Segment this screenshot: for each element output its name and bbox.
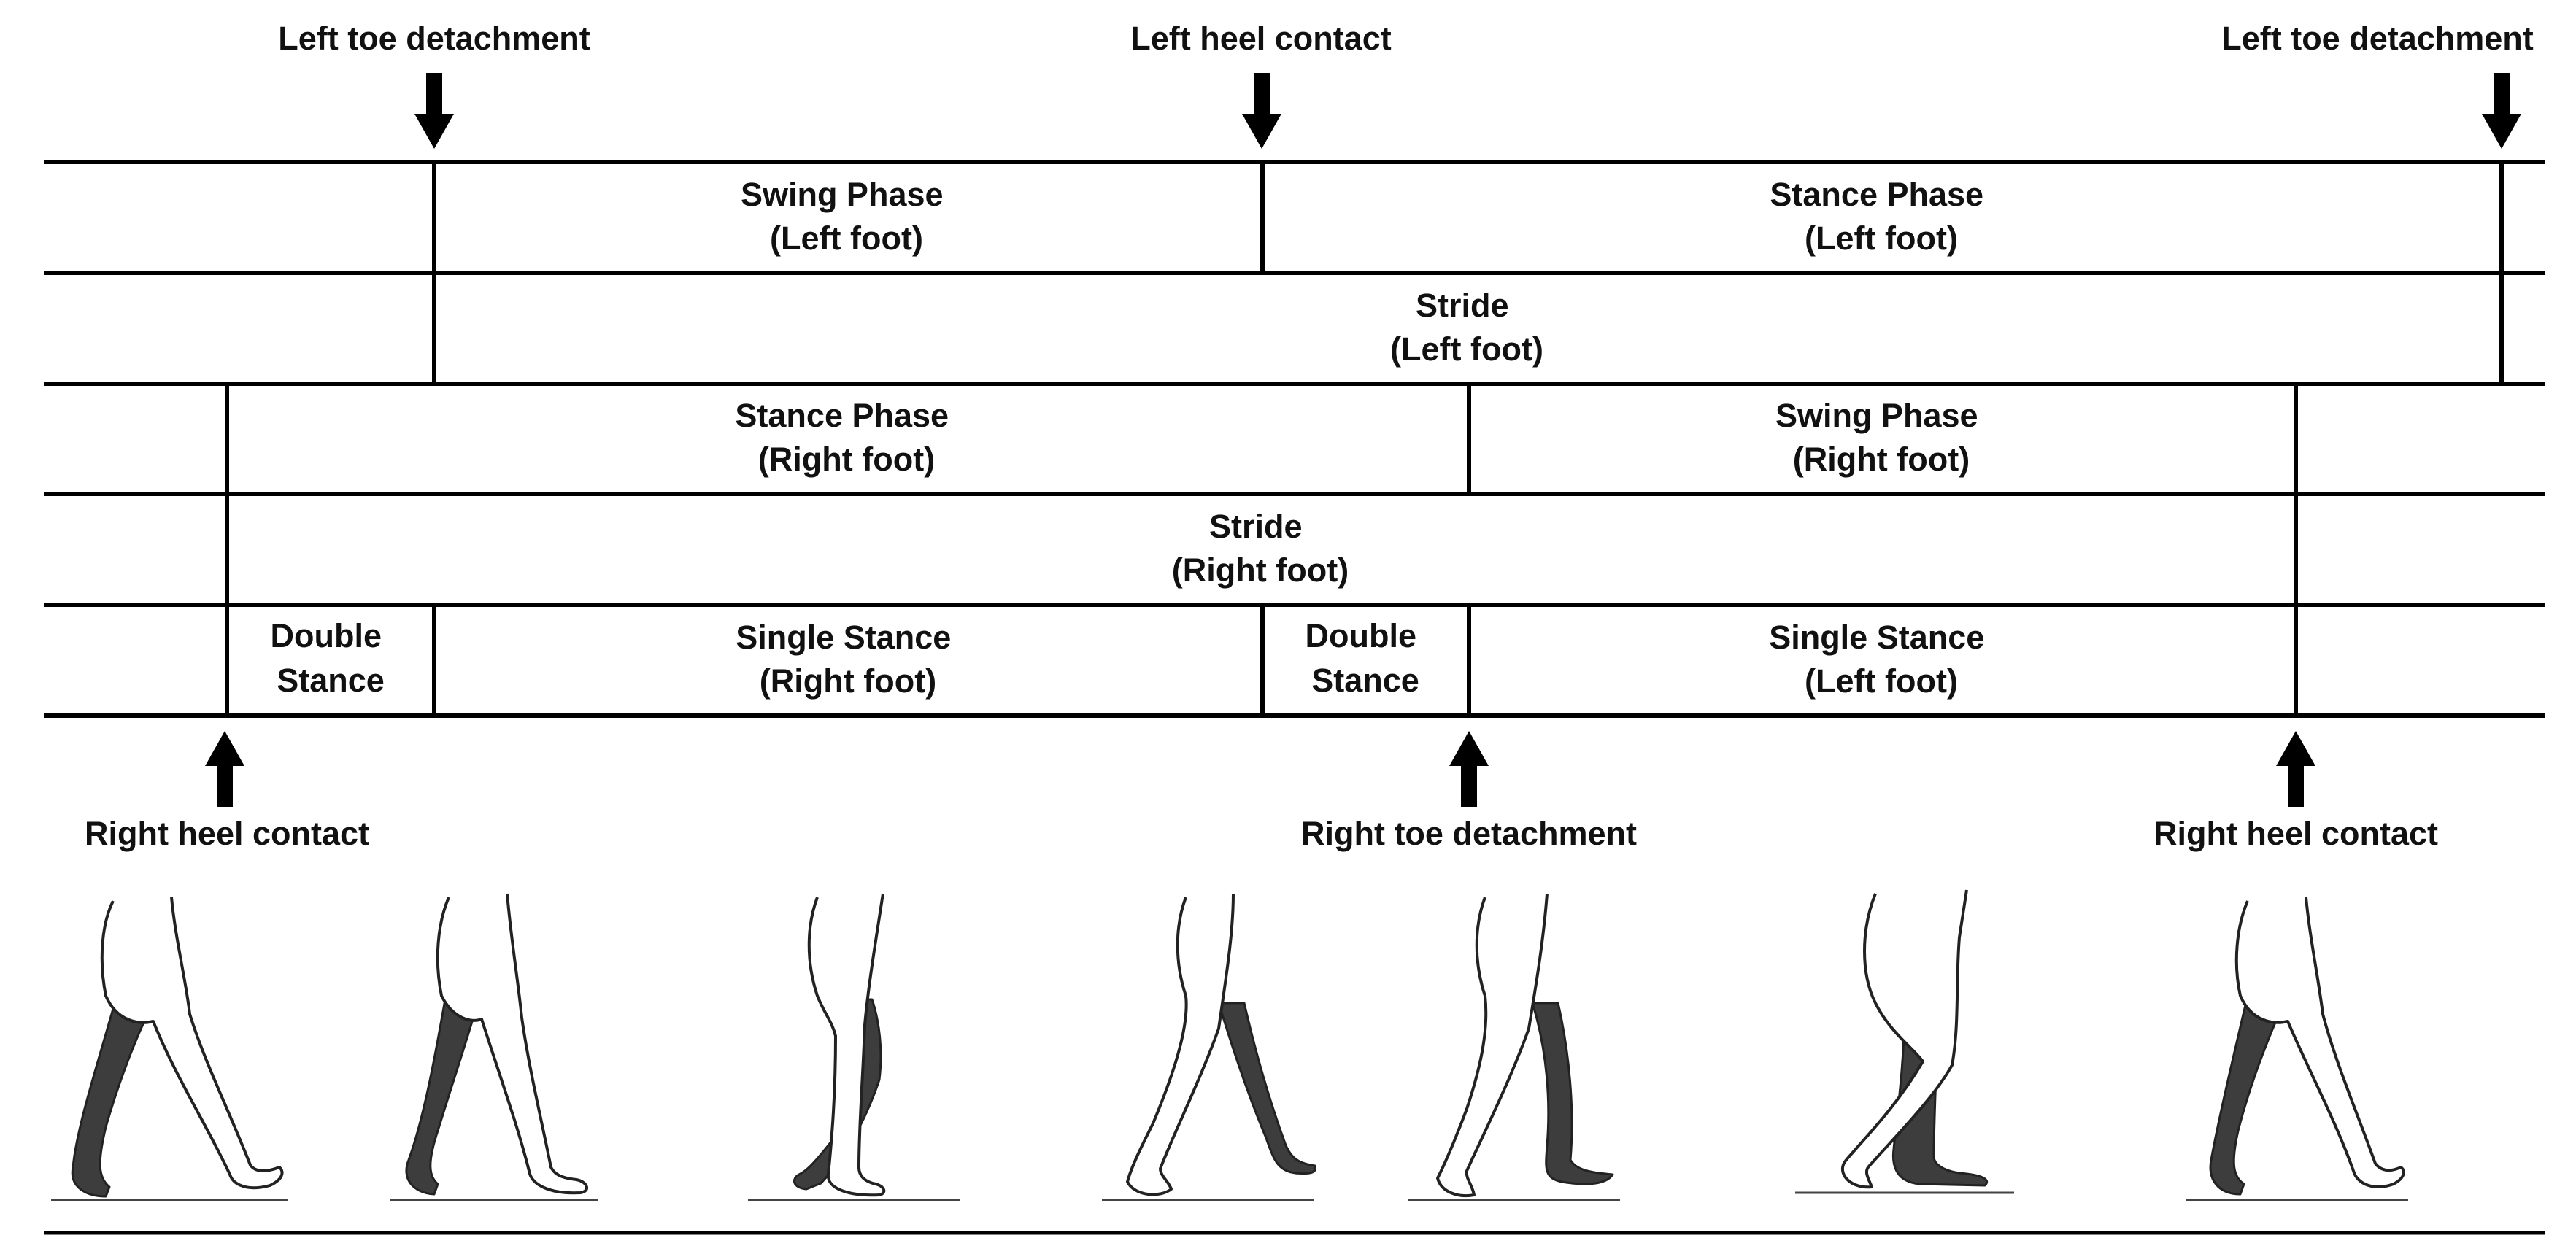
swing-phase-left-label: Swing Phase (Left foot) — [741, 176, 952, 257]
event-right-heel-contact-2: Right heel contact — [2153, 815, 2438, 852]
event-right-toe-detachment: Right toe detachment — [1301, 815, 1637, 852]
single-stance-left-label: Single Stance (Left foot) — [1769, 619, 1994, 700]
swing-phase-right-label: Swing Phase (Right foot) — [1775, 397, 1987, 478]
bottom-events: Right heel contact Right toe detachment … — [85, 731, 2438, 852]
stride-left-label: Stride (Left foot) — [1390, 287, 1543, 368]
walker-pose-5 — [1408, 893, 1620, 1202]
down-arrow-icon — [2482, 73, 2521, 149]
event-left-toe-detachment-1: Left toe detachment — [278, 20, 590, 57]
walker-pose-7 — [2186, 897, 2408, 1202]
walker-pose-3 — [748, 893, 960, 1202]
stance-phase-left-label: Stance Phase (Left foot) — [1770, 176, 1992, 257]
double-stance-label-1: Double Stance — [270, 617, 390, 699]
walker-pose-4 — [1102, 893, 1317, 1202]
event-left-toe-detachment-2: Left toe detachment — [2221, 20, 2534, 57]
timeline-labels: Swing Phase (Left foot) Stance Phase (Le… — [270, 176, 1994, 700]
timeline-grid — [44, 160, 2545, 718]
event-left-heel-contact: Left heel contact — [1130, 20, 1392, 57]
up-arrow-icon — [205, 731, 244, 807]
walking-figures — [44, 889, 2545, 1235]
stride-right-label: Stride (Right foot) — [1172, 508, 1349, 589]
walker-pose-6 — [1795, 889, 2014, 1194]
down-arrow-icon — [1242, 73, 1281, 149]
walker-pose-1 — [51, 897, 288, 1202]
walker-pose-2 — [390, 893, 598, 1202]
up-arrow-icon — [2276, 731, 2315, 807]
single-stance-right-label: Single Stance (Right foot) — [736, 619, 960, 700]
up-arrow-icon — [1449, 731, 1489, 807]
stance-phase-right-label: Stance Phase (Right foot) — [735, 397, 957, 478]
double-stance-label-2: Double Stance — [1305, 617, 1425, 699]
event-right-heel-contact-1: Right heel contact — [85, 815, 369, 852]
down-arrow-icon — [414, 73, 454, 149]
top-events: Left toe detachment Left heel contact Le… — [278, 20, 2534, 149]
